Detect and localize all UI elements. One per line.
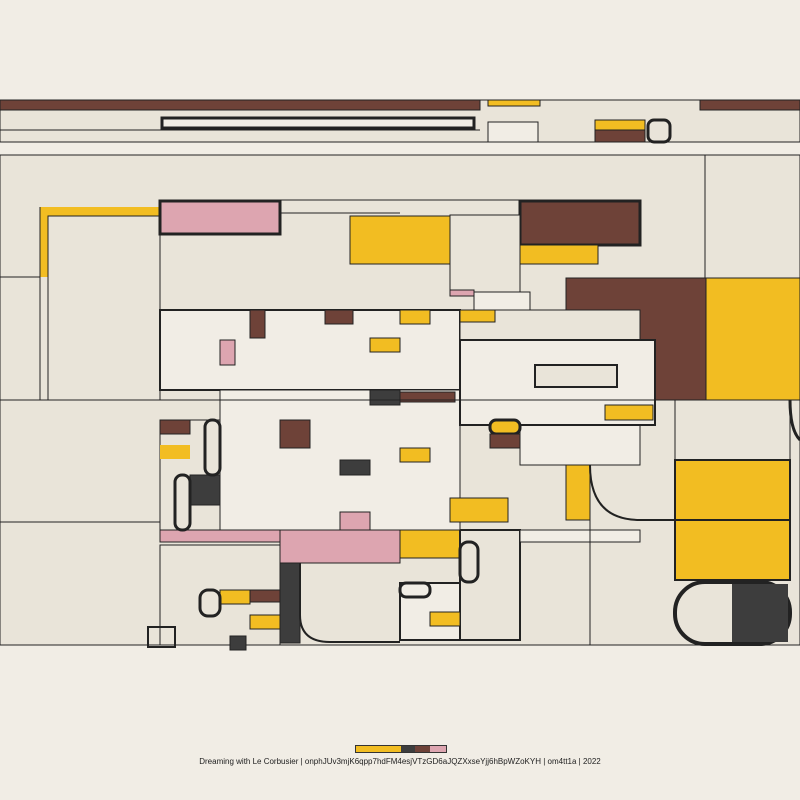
yellow-block [519, 244, 599, 265]
palette-bar [355, 745, 447, 753]
yellow-block [369, 337, 401, 353]
brown-block [489, 433, 521, 449]
pink-block [449, 289, 475, 297]
yellow-block [459, 309, 496, 323]
brown-block [249, 309, 266, 339]
yellow-block [604, 404, 654, 421]
block [519, 424, 641, 466]
arc [299, 563, 400, 643]
yellow-block [565, 464, 591, 521]
rounded-block [398, 581, 432, 599]
rounded-block [488, 418, 522, 436]
yellow-block [249, 614, 281, 630]
yellow-block [429, 611, 461, 627]
yellow-block [399, 529, 461, 559]
brown-strip [699, 99, 800, 111]
yellow-block [399, 447, 431, 463]
brown-block [279, 419, 311, 449]
brown-block [249, 589, 281, 603]
yellow-block [674, 459, 791, 521]
dark-block [339, 459, 371, 476]
block [487, 121, 539, 143]
palette-swatch-yellow [356, 746, 401, 752]
block [473, 291, 531, 311]
yellow-block [449, 497, 509, 523]
pink-block [158, 199, 282, 236]
bar [160, 116, 476, 130]
block [519, 529, 641, 543]
yellow-block [705, 277, 800, 401]
palette-swatch-brown [415, 746, 430, 752]
block [459, 529, 521, 641]
block [594, 119, 646, 131]
block [674, 399, 791, 461]
block [534, 364, 618, 388]
block [47, 215, 161, 401]
rounded-block [458, 540, 480, 584]
cluster [449, 214, 521, 296]
brown-block [518, 199, 642, 247]
pink-block [159, 529, 281, 543]
brown-block [324, 309, 354, 325]
block [487, 99, 541, 107]
brown-block [399, 391, 456, 403]
pink-block [339, 511, 371, 531]
artwork-caption: Dreaming with Le Corbusier | onphJUv3mjK… [199, 757, 601, 766]
rounded-block [173, 473, 192, 532]
rounded-block [646, 118, 672, 144]
arc [788, 399, 800, 442]
pink-block [279, 529, 401, 564]
yellow-block [399, 309, 431, 325]
dark-block [732, 584, 788, 642]
palette-swatch-charcoal [401, 746, 416, 752]
rounded-block [198, 588, 222, 618]
arc [589, 464, 675, 521]
yellow-block [160, 445, 190, 459]
dark-block [189, 474, 221, 506]
block [594, 129, 646, 143]
pink-block [219, 339, 236, 366]
dark-block [369, 389, 401, 406]
block [147, 626, 176, 648]
palette-swatch-pink [429, 746, 446, 752]
yellow-block [219, 589, 251, 605]
brown-block [159, 419, 191, 435]
dark-block [229, 635, 247, 651]
rounded-block [203, 418, 222, 477]
yellow-block [674, 519, 791, 581]
brown-strip [0, 99, 481, 111]
